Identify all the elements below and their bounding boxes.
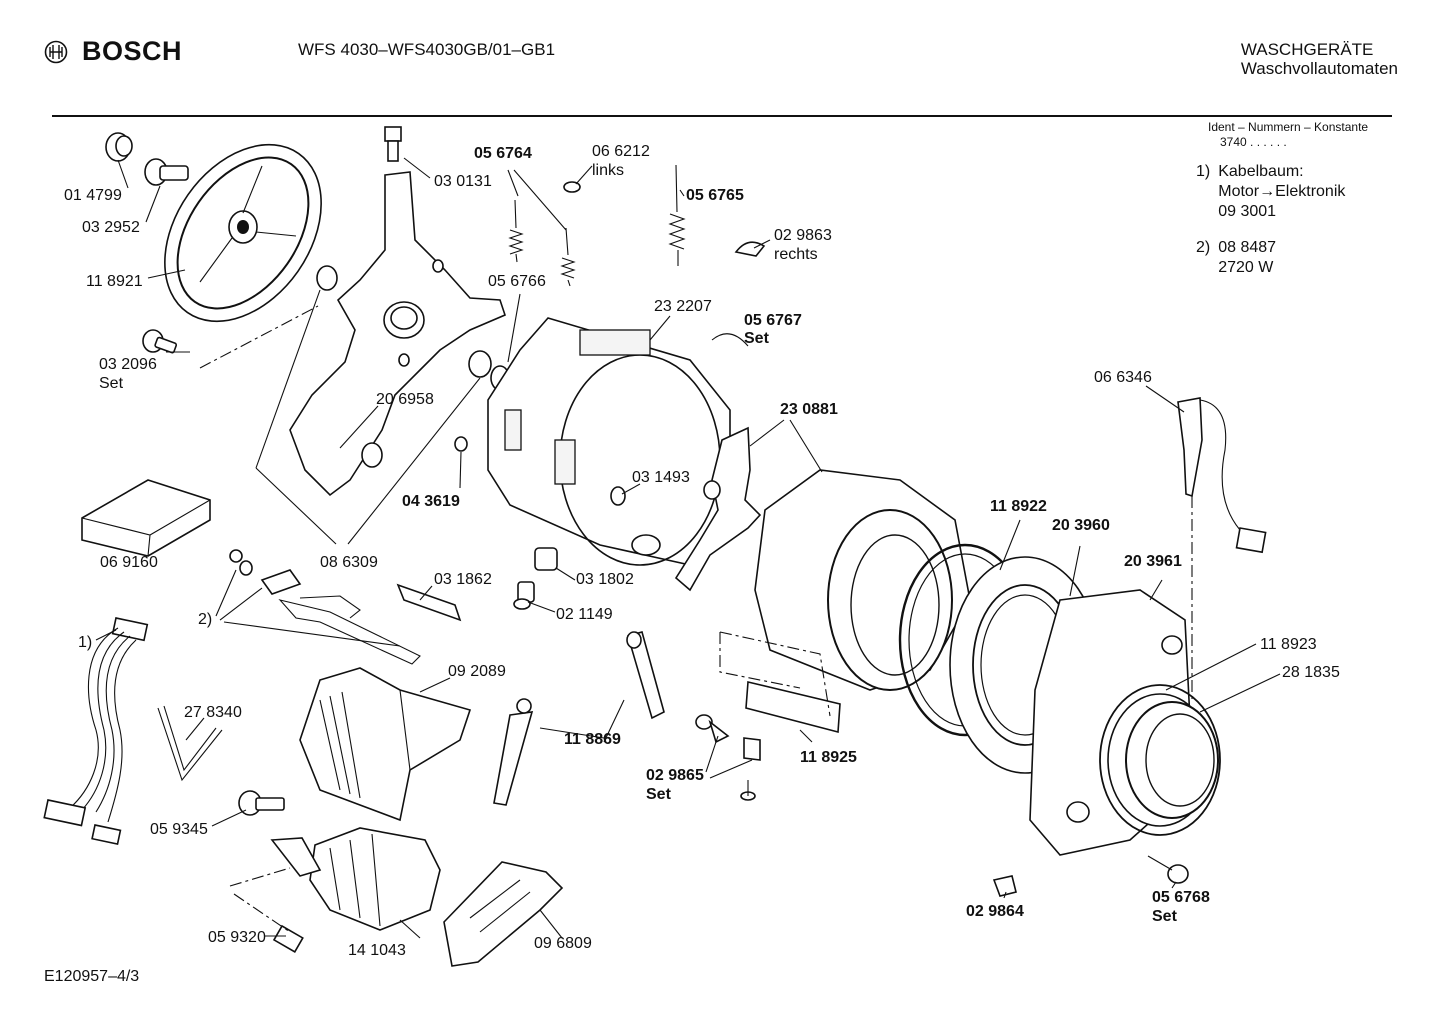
label-066346: 06 6346	[1094, 369, 1152, 386]
part-shock-absorbers	[493, 631, 665, 806]
label-029863: 02 9863	[774, 227, 832, 244]
label-232207: 23 2207	[654, 298, 712, 315]
part-thermostat	[396, 583, 462, 622]
label-118869: 11 8869	[564, 731, 621, 748]
part-heating-element	[229, 549, 421, 665]
label-056766: 05 6766	[488, 273, 546, 290]
label-281835: 28 1835	[1282, 664, 1340, 681]
part-motor-bushing	[272, 924, 304, 953]
part-drive-pulley	[164, 143, 322, 323]
label-029863-rechts: rechts	[774, 246, 818, 263]
label-118923: 11 8923	[1260, 636, 1317, 653]
drawing-id: E120957–4/3	[44, 968, 140, 985]
ident-value: 3740 . . . . . .	[1220, 135, 1287, 149]
part-springs	[508, 164, 686, 287]
label-note-1-marker: 1)	[78, 634, 93, 651]
part-pump-plug	[513, 547, 558, 610]
label-056768: 05 6768	[1152, 889, 1210, 906]
notes-block: Ident – Nummern – Konstante 3740 . . . .…	[1196, 120, 1368, 278]
note-2-line-2: 2720 W	[1218, 259, 1274, 276]
note-1-line-3: 09 3001	[1218, 203, 1277, 220]
header-rule	[52, 115, 1392, 117]
label-note-2-marker: 2)	[198, 611, 213, 628]
part-top-bolt	[384, 126, 402, 162]
label-096809: 09 6809	[534, 935, 592, 952]
part-bearing-cross	[289, 171, 506, 497]
label-092089: 09 2089	[448, 663, 506, 680]
label-021149: 02 1149	[556, 606, 613, 623]
label-059320: 05 9320	[208, 929, 266, 946]
label-029864: 02 9864	[966, 903, 1024, 920]
label-029865: 02 9865	[646, 767, 704, 784]
label-056767-set: Set	[744, 330, 769, 347]
category-line-2: Waschvollautomaten	[1240, 59, 1398, 78]
label-118921: 11 8921	[86, 273, 143, 290]
label-056765: 05 6765	[686, 187, 744, 204]
part-drive-belt	[157, 705, 223, 782]
leader-lines	[95, 157, 1281, 939]
model-title: WFS 4030–WFS4030GB/01–GB1	[298, 40, 556, 59]
label-278340: 27 8340	[184, 704, 242, 721]
part-electronic-module	[81, 479, 211, 557]
part-fastener-set	[695, 714, 761, 801]
note-1-line-2: Motor→Elektronik	[1218, 183, 1346, 200]
part-drum-cross	[674, 426, 762, 592]
note-1-marker: 1)	[1196, 163, 1211, 180]
part-front-screw	[1147, 855, 1189, 884]
part-cable-harness	[43, 617, 149, 846]
part-tub-rear	[487, 317, 731, 566]
brand-logo: BOSCH	[44, 36, 182, 67]
part-motor-bolt	[238, 790, 285, 816]
label-032952: 03 2952	[82, 219, 140, 236]
ident-title: Ident – Nummern – Konstante	[1208, 120, 1369, 134]
category-block: WASCHGERÄTE Waschvollautomaten	[1241, 40, 1398, 78]
label-056768-set: Set	[1152, 908, 1177, 925]
label-118925: 11 8925	[800, 749, 857, 766]
note-2-line-1: 08 8487	[1218, 239, 1277, 256]
label-031493: 03 1493	[632, 469, 690, 486]
label-118922: 11 8922	[990, 498, 1047, 515]
label-230881: 23 0881	[780, 401, 838, 418]
label-203961: 20 3961	[1124, 553, 1182, 570]
part-pulley-bolt	[144, 158, 189, 186]
label-032096: 03 2096	[99, 356, 157, 373]
label-056764: 05 6764	[474, 145, 532, 162]
part-spider-bolt	[142, 329, 178, 354]
category-line-1: WASCHGERÄTE	[1240, 40, 1374, 59]
part-bushing	[105, 132, 133, 162]
part-control-strip	[745, 681, 841, 734]
part-clip	[992, 875, 1017, 897]
label-141043: 14 1043	[348, 942, 406, 959]
part-clips	[563, 181, 766, 347]
label-206958: 20 6958	[376, 391, 434, 408]
part-drum	[754, 469, 971, 691]
bosch-armature-icon	[44, 40, 68, 63]
note-2-marker: 2)	[1196, 239, 1211, 256]
label-069160: 06 9160	[100, 554, 158, 571]
note-2: 2) 08 8487 2720 W	[1196, 238, 1368, 278]
part-motor-electronics	[443, 861, 564, 967]
label-032096-set: Set	[99, 375, 124, 392]
note-1-line-1: Kabelbaum:	[1218, 163, 1304, 180]
label-031862: 03 1862	[434, 571, 492, 588]
label-031802: 03 1802	[576, 571, 634, 588]
part-tub-front	[1029, 589, 1221, 856]
part-motor	[270, 827, 441, 931]
part-sensor	[1177, 397, 1267, 554]
label-066212: 06 6212	[592, 143, 650, 160]
label-086309: 08 6309	[320, 554, 378, 571]
note-1: 1) Kabelbaum: Motor→Elektronik 09 3001	[1196, 162, 1368, 222]
label-029865-set: Set	[646, 786, 671, 803]
part-motor-cover	[299, 667, 472, 822]
brand-name: BOSCH	[82, 36, 183, 66]
label-043619: 04 3619	[402, 493, 460, 510]
label-056767: 05 6767	[744, 312, 802, 329]
label-030131: 03 0131	[434, 173, 492, 190]
label-059345: 05 9345	[150, 821, 208, 838]
label-066212-links: links	[592, 162, 625, 179]
label-014799: 01 4799	[64, 187, 122, 204]
label-203960: 20 3960	[1052, 517, 1110, 534]
